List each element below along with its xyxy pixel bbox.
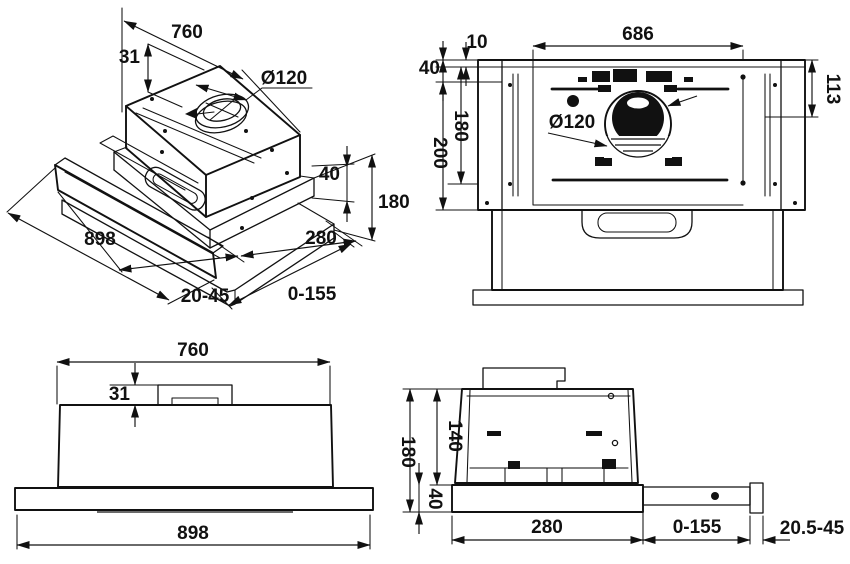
- front-view: 760 31 898: [14, 340, 374, 550]
- side-body: [451, 367, 764, 514]
- side-dim-front-panel-range: 20.5-45: [780, 518, 845, 539]
- iso-dim-width-bottom: 898: [84, 229, 116, 250]
- front-dimensions: 760 31 898: [16, 340, 371, 550]
- side-rail-end-cap: [749, 482, 764, 514]
- iso-dim-pullout-range: 0-155: [288, 284, 337, 305]
- iso-dim-front-panel-range: 20-45: [181, 286, 230, 307]
- iso-cassette-body: [113, 65, 315, 249]
- plan-dimensions: 686 10 40 180 200 113 Ø120: [419, 24, 843, 211]
- side-dimensions: 180 140 40 280 0-155 20.5-45: [397, 388, 845, 545]
- side-dim-body-height: 140: [444, 420, 465, 452]
- side-telescopic-rail: [642, 486, 751, 506]
- plan-view: 686 10 40 180 200 113 Ø120: [419, 24, 843, 306]
- plan-fan-opening: [604, 90, 672, 158]
- front-dim-width-bottom: 898: [177, 523, 209, 544]
- iso-dim-flange-height: 40: [319, 164, 340, 185]
- iso-dim-chimney-step: 31: [119, 47, 141, 68]
- plan-dim-inner-depth: 180: [450, 110, 471, 142]
- plan-dim-duct-diameter: Ø120: [549, 112, 595, 133]
- side-dim-base-height: 40: [424, 488, 445, 509]
- plan-drawer: [472, 209, 804, 306]
- iso-dim-duct-diameter: Ø120: [261, 68, 307, 89]
- plan-dim-inner-width: 686: [622, 24, 654, 45]
- plan-dim-rear-gap: 10: [466, 32, 487, 53]
- side-dim-body-depth: 280: [531, 517, 563, 538]
- iso-handle: [144, 166, 206, 211]
- plan-body: [477, 59, 806, 211]
- front-dim-width-top: 760: [177, 340, 209, 361]
- isometric-view: 760 31 Ø120 40 180 898 280 20-45: [6, 7, 410, 310]
- front-dim-chimney-step: 31: [109, 384, 131, 405]
- iso-dimensions: 760 31 Ø120 40 180 898 280 20-45: [6, 7, 410, 310]
- plan-dim-total-depth: 200: [429, 137, 450, 169]
- side-dim-pullout-range: 0-155: [673, 517, 722, 538]
- side-dim-total-height: 180: [397, 436, 418, 468]
- iso-dim-width-top: 760: [171, 22, 203, 43]
- plan-dim-side-offset: 113: [822, 74, 843, 105]
- front-body: [14, 384, 374, 513]
- side-view: 180 140 40 280 0-155 20.5-45: [397, 367, 845, 545]
- iso-dim-total-height: 180: [378, 192, 410, 213]
- plan-dim-rear-offset: 40: [419, 58, 440, 79]
